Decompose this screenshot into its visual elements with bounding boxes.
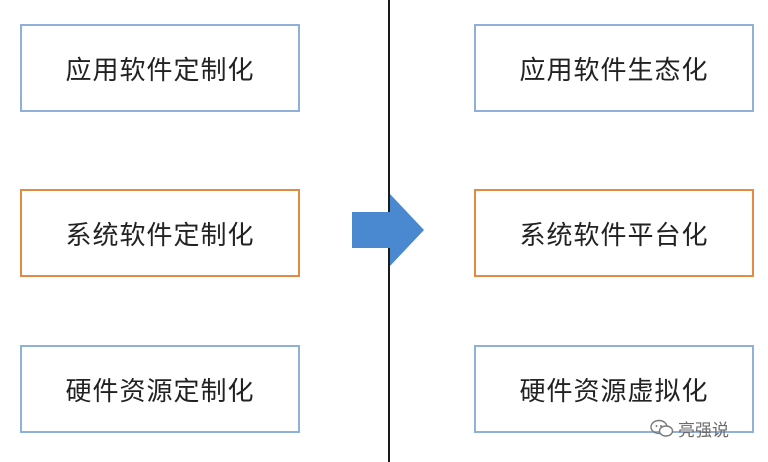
right-box-system: 系统软件平台化 <box>474 189 754 277</box>
left-box-application: 应用软件定制化 <box>20 24 300 112</box>
right-box-application: 应用软件生态化 <box>474 24 754 112</box>
left-box-system: 系统软件定制化 <box>20 189 300 277</box>
left-box-hardware: 硬件资源定制化 <box>20 345 300 433</box>
left-box-system-label: 系统软件定制化 <box>65 220 255 251</box>
right-box-hardware: 硬件资源虚拟化 <box>474 345 754 433</box>
wechat-icon <box>650 419 674 437</box>
watermark-text: 亮强说 <box>678 421 729 441</box>
right-box-application-label: 应用软件生态化 <box>519 55 709 86</box>
watermark: 亮强说 <box>650 416 729 441</box>
left-box-hardware-label: 硬件资源定制化 <box>65 376 255 407</box>
left-box-application-label: 应用软件定制化 <box>65 55 255 86</box>
right-arrow-icon <box>352 194 424 266</box>
right-box-system-label: 系统软件平台化 <box>519 220 709 251</box>
right-box-hardware-label: 硬件资源虚拟化 <box>519 376 709 407</box>
